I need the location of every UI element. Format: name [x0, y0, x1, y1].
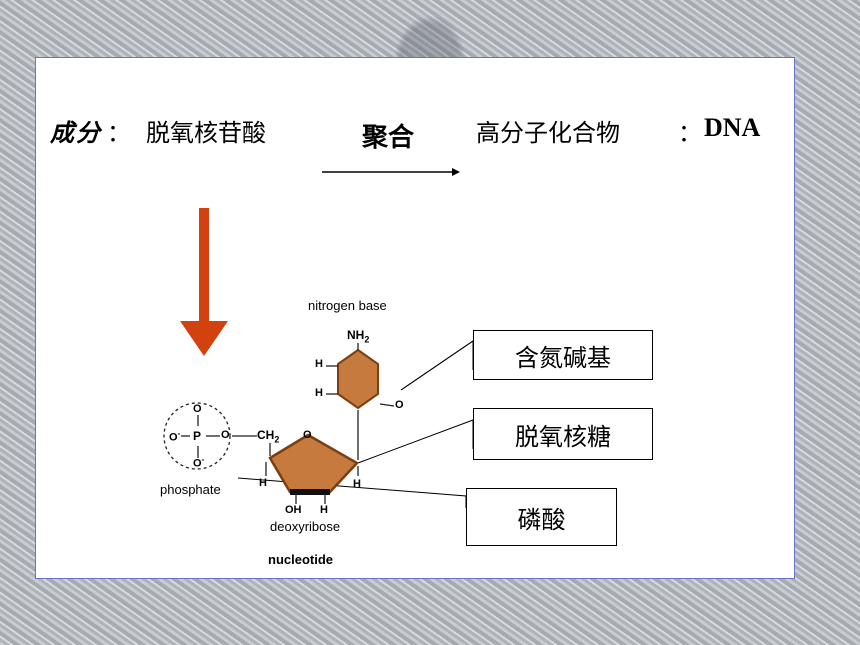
- sugar-h-right: H: [353, 478, 361, 490]
- phosphate-o-top: O: [193, 403, 202, 415]
- phosphate-group-circle: [163, 402, 231, 470]
- process-label: 聚合: [362, 123, 415, 153]
- nitrogen-base-caption: nitrogen base: [308, 298, 387, 313]
- sugar-h-left: H: [259, 477, 267, 489]
- base-h-lower: H: [315, 387, 323, 399]
- deoxyribose-ring: [268, 433, 359, 494]
- phosphate-o-right: O: [221, 429, 230, 441]
- base-o: O: [395, 399, 404, 411]
- oh-label: OH: [285, 504, 302, 516]
- component-name: 脱氧核苷酸: [146, 119, 266, 147]
- ch2-label: CH2: [257, 428, 280, 445]
- callout-base: 含氮碱基: [473, 330, 653, 380]
- composition-label: 成分: [50, 118, 102, 147]
- callout-phosphate: 磷酸: [466, 488, 617, 546]
- polymer-label: 高分子化合物: [476, 119, 620, 147]
- sugar-o: O: [303, 429, 312, 441]
- sugar-h-bottom: H: [320, 504, 328, 516]
- nucleotide-caption: nucleotide: [268, 552, 334, 567]
- base-h-upper: H: [315, 358, 323, 370]
- polymer-name: DNA: [704, 113, 761, 142]
- right-arrow-icon: [322, 168, 460, 176]
- callout-sugar: 脱氧核糖: [473, 408, 653, 460]
- colon-2: ：: [678, 119, 702, 147]
- down-arrow-icon: [180, 208, 228, 356]
- phosphate-caption: phosphate: [160, 482, 221, 497]
- nitrogen-base-ring: [337, 348, 379, 410]
- phosphate-p: P: [193, 429, 202, 443]
- deoxyribose-caption: deoxyribose: [270, 519, 341, 534]
- phosphate-o-bottom: O-: [193, 455, 205, 470]
- phosphate-o-left: O-: [169, 429, 181, 444]
- nh2-label: NH2: [347, 328, 370, 345]
- colon: ：: [107, 119, 131, 147]
